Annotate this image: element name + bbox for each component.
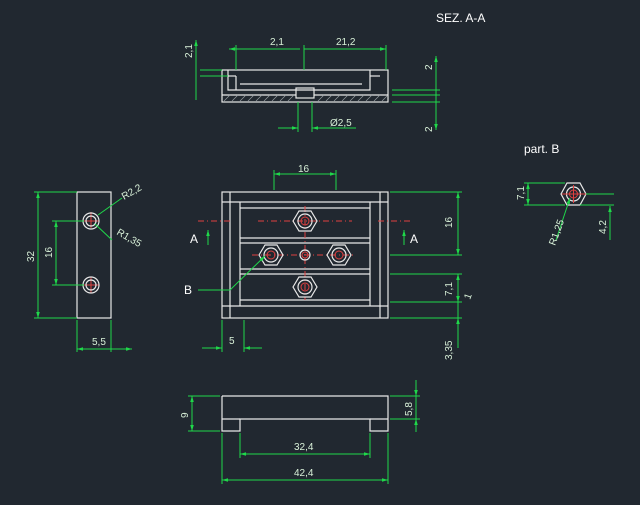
detail-b-leader [198,255,266,291]
section-title: SEZ. A-A [436,11,485,25]
dim-9: 9 [180,412,191,418]
side-view: R2,2 R1,35 32 16 5,5 [26,182,144,352]
dim-r1-35: R1,35 [115,227,144,250]
section-body [221,69,389,103]
hex-nut-right [326,244,352,266]
top-view: A A B 16 16 7,1 1 3,35 [184,164,475,360]
detail-view: 7,1 R1,25 4,2 [516,182,614,247]
dim-42-4: 42,4 [294,468,314,479]
top-view-centerlines [198,206,412,300]
dim-21-2: 21,2 [336,37,356,48]
side-view-dimensions [34,191,132,352]
dim-32: 32 [26,250,37,262]
dim-16-top: 16 [298,164,310,175]
dim-2-top: 2 [424,64,435,70]
hex-nut-top [292,210,318,232]
detail-dim-r1-25: R1,25 [547,218,567,247]
section-view: 2,1 2,1 21,2 2 2 Ø2,5 [184,37,440,132]
detail-dim-4-2: 4,2 [598,220,609,234]
detail-marker-b: B [184,283,192,297]
section-dimensions [194,40,440,132]
dim-5: 5 [229,336,235,347]
hex-nut-bottom [292,276,318,298]
dim-2-1-horizontal: 2,1 [270,37,284,48]
dim-16-right: 16 [444,216,455,228]
dim-32-4: 32,4 [294,442,314,453]
top-view-body [221,191,389,319]
center-hole [299,249,311,261]
bottom-view-dimensions [188,380,420,484]
dim-5-5: 5,5 [92,337,106,348]
hex-nut-left [258,244,284,266]
detail-dim-7-1: 7,1 [516,186,527,200]
dim-5-8: 5,8 [404,402,415,416]
section-marker-a-right: A [410,232,418,246]
bottom-view: 9 5,8 32,4 42,4 [180,380,420,484]
detail-dimensions [524,182,614,241]
dim-1: 1 [462,292,474,301]
dim-16-side: 16 [44,246,55,258]
section-marker-a-left: A [190,232,198,246]
dim-diameter: Ø2,5 [330,118,352,129]
dim-2-bottom: 2 [424,126,435,132]
dim-2-1-vertical: 2,1 [184,44,195,58]
section-hatch [223,94,388,102]
dim-7-1: 7,1 [444,282,455,296]
top-view-dimensions [202,170,462,352]
dim-3-35: 3,35 [444,340,455,360]
detail-title: part. B [524,142,559,156]
dim-r2-2: R2,2 [120,182,144,202]
